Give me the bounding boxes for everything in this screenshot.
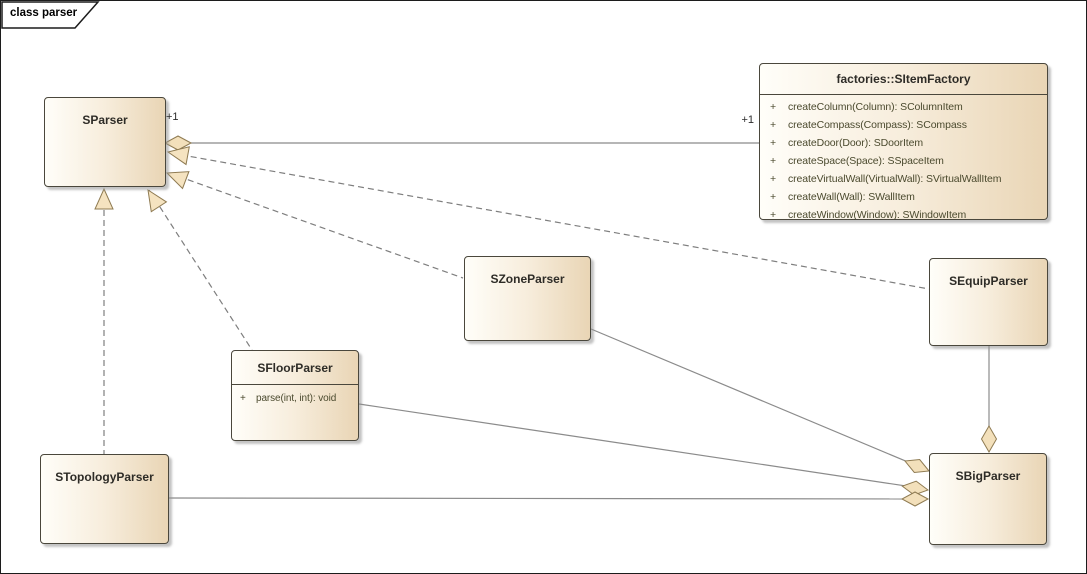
connector-sfloorparser-sbigparser-aggregation[interactable] <box>358 403 927 490</box>
method-signature: parse(int, int): void <box>256 393 337 404</box>
visibility-marker: + <box>770 137 777 149</box>
connector-szoneparser-sbigparser-aggregation[interactable] <box>590 328 928 471</box>
method-row: + createWindow(Window): SWindowItem <box>760 206 1047 220</box>
visibility-marker: + <box>240 393 246 404</box>
method-row: + createDoor(Door): SDoorItem <box>760 134 1047 152</box>
method-signature: createDoor(Door): SDoorItem <box>788 137 924 149</box>
method-row: + createColumn(Column): SColumnItem <box>760 98 1047 116</box>
class-box-szoneparser[interactable]: SZoneParser <box>464 256 591 341</box>
method-signature: createCompass(Compass): SCompass <box>788 119 967 131</box>
class-name-compartment: factories::SItemFactory <box>760 64 1047 95</box>
connector-sfloorparser-sparser-realization[interactable] <box>148 189 253 351</box>
visibility-marker: + <box>770 101 777 113</box>
realization-triangle-icon <box>147 188 168 213</box>
aggregation-diamond-icon <box>901 480 930 496</box>
visibility-marker: + <box>770 119 777 131</box>
visibility-marker: + <box>770 191 777 203</box>
method-signature: createVirtualWall(VirtualWall): SVirtual… <box>788 173 1002 185</box>
method-row: + createVirtualWall(VirtualWall): SVirtua… <box>760 170 1047 188</box>
diagram-frame-tab <box>1 1 100 29</box>
class-name: SZoneParser <box>490 272 565 286</box>
methods-compartment: + parse(int, int): void <box>232 385 358 408</box>
class-name: SBigParser <box>955 469 1021 483</box>
class-box-sbigparser[interactable]: SBigParser <box>929 453 1047 545</box>
aggregation-diamond-icon <box>980 424 998 454</box>
aggregation-diamond-icon <box>900 491 930 507</box>
realization-triangle-icon <box>94 187 114 210</box>
diagram-tab-label: class parser <box>10 7 78 19</box>
method-signature: createWindow(Window): SWindowItem <box>788 209 967 220</box>
class-box-stopologyparser[interactable]: STopologyParser <box>40 454 169 544</box>
method-signature: createWall(Wall): SWallItem <box>788 191 915 203</box>
class-name: factories::SItemFactory <box>836 72 971 86</box>
method-signature: createSpace(Space): SSpaceItem <box>788 155 944 167</box>
connector-szoneparser-sparser-realization[interactable] <box>168 172 464 279</box>
class-box-sitemfactory[interactable]: factories::SItemFactory + createColumn(Co… <box>759 63 1048 220</box>
method-row: + createSpace(Space): SSpaceItem <box>760 152 1047 170</box>
method-row: + createCompass(Compass): SCompass <box>760 116 1047 134</box>
visibility-marker: + <box>770 155 777 167</box>
class-box-sparser[interactable]: SParser <box>44 97 166 187</box>
class-name-compartment: SFloorParser <box>232 351 358 385</box>
connector-stopologyparser-sbigparser-aggregation[interactable] <box>168 497 926 500</box>
visibility-marker: + <box>770 173 777 185</box>
method-row: + createWall(Wall): SWallItem <box>760 188 1047 206</box>
class-name: STopologyParser <box>55 470 154 484</box>
realization-triangle-icon <box>165 171 190 190</box>
class-box-sfloorparser[interactable]: SFloorParser + parse(int, int): void <box>231 350 359 441</box>
multiplicity-label-source: +1 <box>166 111 179 123</box>
visibility-marker: + <box>770 209 777 220</box>
connector-sequipparser-sparser-realization[interactable] <box>170 152 930 290</box>
multiplicity-label-target: +1 <box>741 114 754 126</box>
method-signature: createColumn(Column): SColumnItem <box>788 101 963 113</box>
class-name: SEquipParser <box>949 274 1028 288</box>
methods-compartment: + createColumn(Column): SColumnItem + crea… <box>760 95 1047 220</box>
class-name: SFloorParser <box>257 360 333 375</box>
aggregation-diamond-icon <box>904 459 930 473</box>
realization-triangle-icon <box>166 146 190 166</box>
method-row: + parse(int, int): void <box>232 390 358 408</box>
class-name: SParser <box>82 113 128 127</box>
class-box-sequipparser[interactable]: SEquipParser <box>929 258 1048 346</box>
